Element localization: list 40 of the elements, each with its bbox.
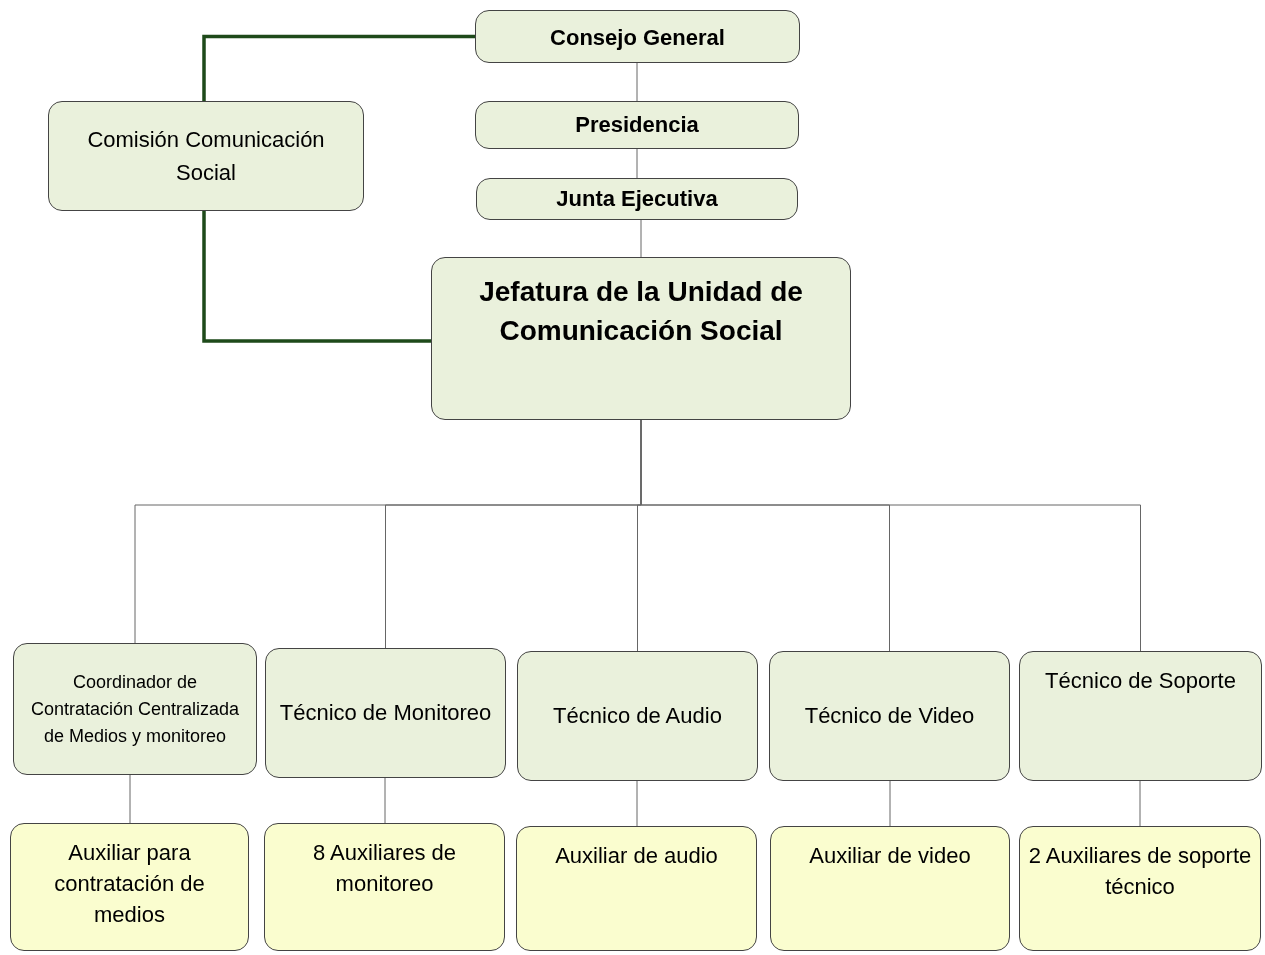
connector-line	[384, 777, 386, 824]
position-box	[476, 178, 798, 220]
thick-connector-line	[202, 34, 475, 101]
assistant-box	[770, 826, 1010, 951]
position-title: Jefatura de la Unidad de Comunicación Social	[478, 275, 804, 349]
assistant-box	[516, 826, 757, 951]
position-box	[13, 643, 257, 775]
connector-line	[640, 219, 642, 258]
position-box	[48, 101, 364, 211]
position-title: Técnico de Soporte	[1045, 667, 1236, 695]
assistant-box	[10, 823, 249, 951]
position-title: Técnico de Monitoreo	[279, 699, 492, 728]
position-title: Junta Ejecutiva	[556, 185, 718, 213]
position-box	[265, 648, 506, 778]
connector-line	[636, 780, 638, 827]
connector-line	[129, 774, 131, 824]
position-title: Auxiliar de audio	[555, 842, 718, 870]
position-box	[517, 651, 758, 781]
position-box	[475, 10, 800, 63]
position-box	[475, 101, 799, 149]
connector-line	[1139, 780, 1141, 827]
position-title: Técnico de Video	[804, 701, 975, 730]
position-title: Presidencia	[575, 111, 699, 139]
connector-line	[636, 148, 638, 179]
position-title: Técnico de Audio	[553, 701, 722, 730]
position-title: Consejo General	[550, 25, 725, 52]
position-title: Coordinador de Contratación Centralizada de Medios y monitoreo	[29, 670, 241, 748]
assistant-box	[264, 823, 505, 951]
assistant-box	[1019, 826, 1261, 951]
position-box	[1019, 651, 1262, 781]
connector-line	[636, 62, 638, 102]
position-box	[431, 257, 851, 420]
connector-line	[889, 780, 891, 827]
position-title: Comisión Comunicación Social	[86, 126, 326, 187]
position-box	[769, 651, 1010, 781]
position-title: Auxiliar de video	[809, 842, 971, 870]
position-title: Auxiliar para contratación de medios	[53, 839, 206, 929]
position-title: 2 Auxiliares de soporte técnico	[1028, 842, 1252, 901]
position-title: 8 Auxiliares de monitoreo	[311, 839, 458, 898]
thick-connector-line	[202, 211, 431, 343]
